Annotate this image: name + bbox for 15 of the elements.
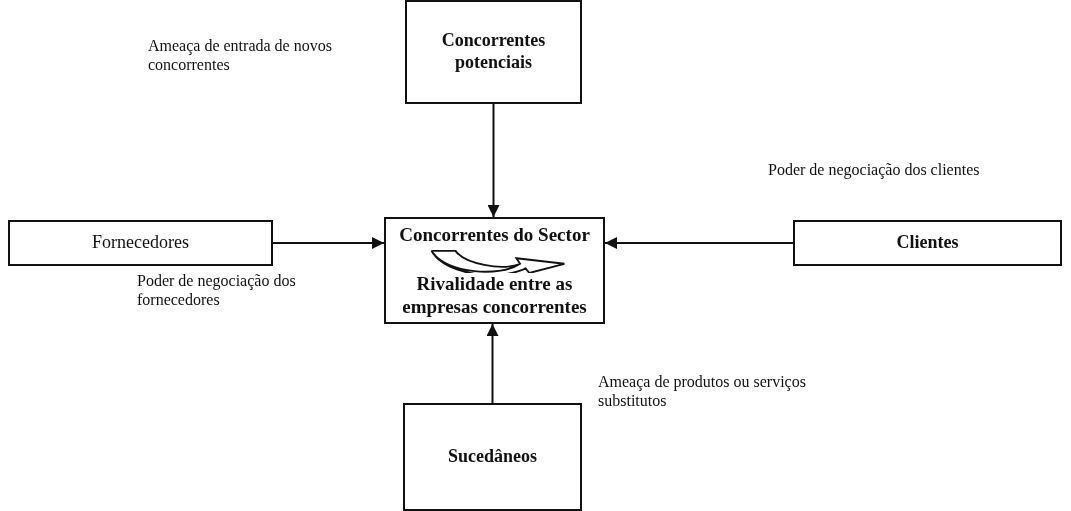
box-heading: Concorrentes do Sector: [399, 224, 590, 247]
box-label: Fornecedores: [92, 232, 189, 254]
note-text: Ameaça de entrada de novos concorrentes: [148, 36, 333, 75]
process-box: [8, 220, 273, 266]
box-label: Concorrentes potenciais: [440, 30, 547, 74]
box-label: Sucedâneos: [448, 446, 537, 468]
process-box: [405, 0, 582, 104]
box-label: Clientes: [896, 232, 959, 254]
process-box: [793, 220, 1062, 266]
note-text: Poder de negociação dos clientes: [768, 160, 981, 180]
process-box: [403, 403, 582, 511]
note-text: Poder de negociação dos fornecedores: [137, 271, 297, 310]
note-text: Ameaça de produtos ou serviços substitutos: [598, 372, 807, 411]
box-text: Rivalidade entre as empresas concorrentes: [401, 272, 588, 319]
process-box: [384, 217, 605, 324]
